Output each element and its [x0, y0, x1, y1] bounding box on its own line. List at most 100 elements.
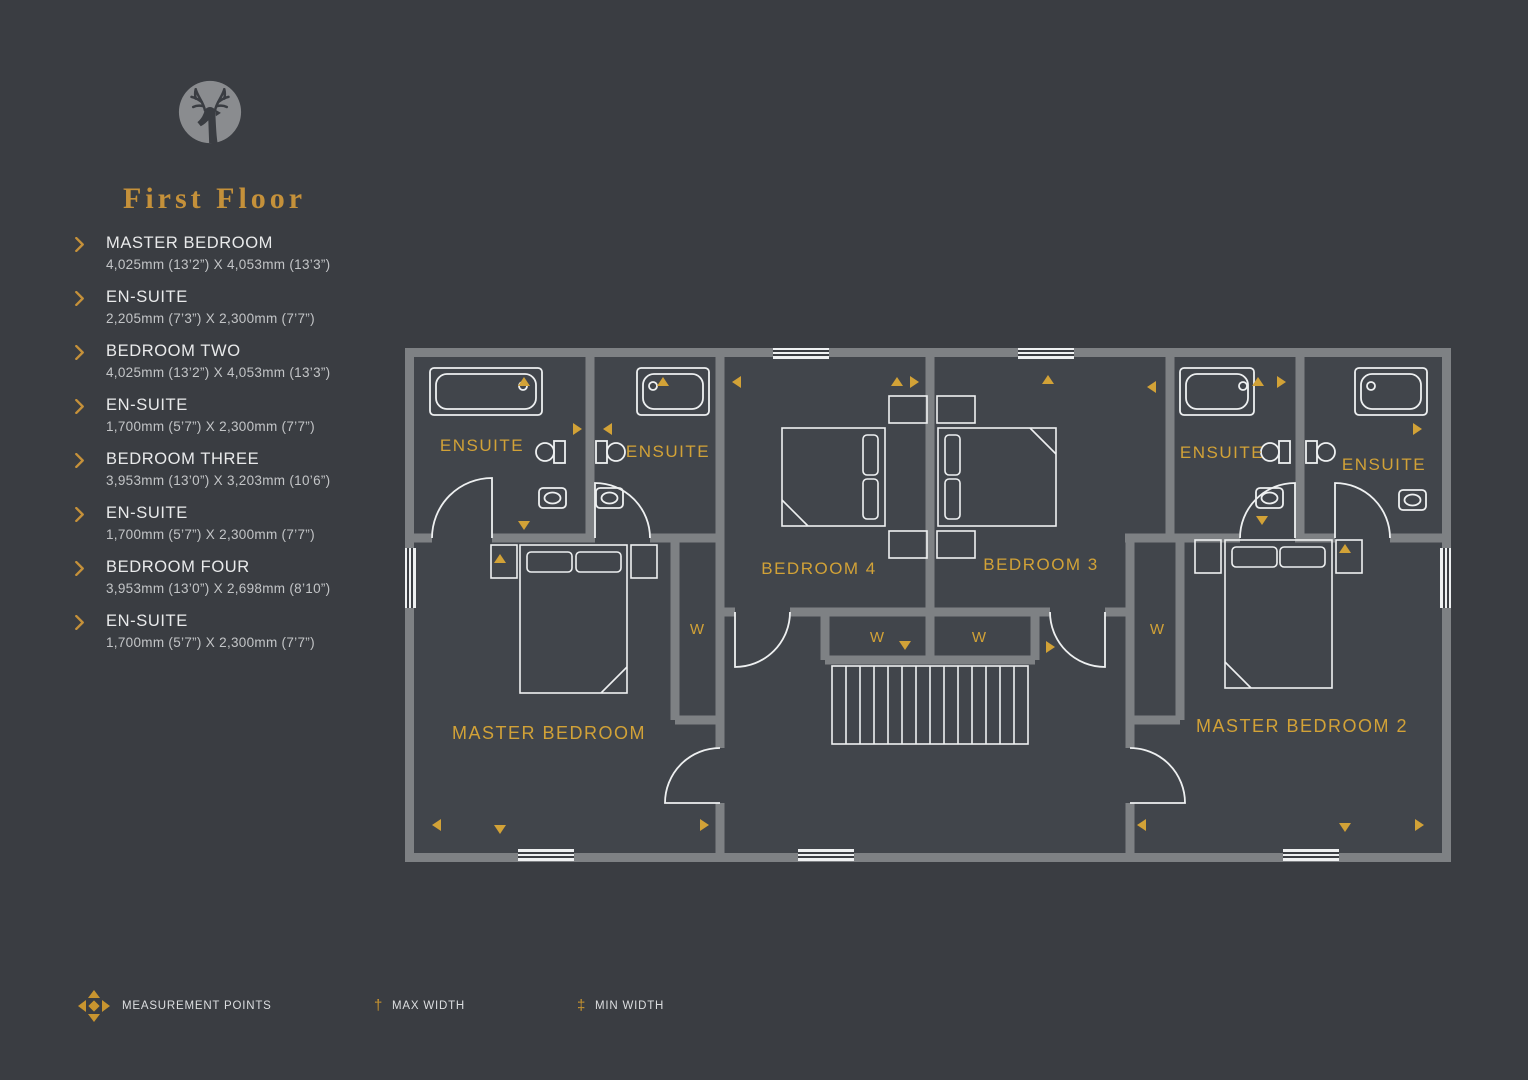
stag-ear [215, 109, 221, 117]
arrow-up-icon [518, 377, 530, 386]
arrow-left-icon [1137, 819, 1146, 831]
arrow-down-icon [899, 641, 911, 650]
room-name: EN-SUITE [106, 396, 188, 414]
room-list: MASTER BEDROOM 4,025mm (13’2”) X 4,053mm… [74, 234, 384, 666]
room-dims: 1,700mm (5’7”) X 2,300mm (7’7”) [106, 635, 315, 650]
chevron-right-icon [75, 615, 84, 630]
min-width-symbol: ‡ [577, 997, 586, 1014]
bed-icon [490, 544, 658, 694]
bed-icon [936, 395, 1057, 559]
toilet-icon [1305, 440, 1336, 464]
label-wardrobe: W [690, 621, 705, 638]
arrow-right-icon [910, 376, 919, 388]
door-icon [1129, 747, 1186, 804]
window-icon [518, 849, 574, 861]
window-icon [798, 849, 854, 861]
room-name: MASTER BEDROOM [106, 234, 273, 252]
room-name: EN-SUITE [106, 612, 188, 630]
arrow-right-icon [1415, 819, 1424, 831]
room-list-item: EN-SUITE 1,700mm (5’7”) X 2,300mm (7’7”) [74, 612, 384, 652]
arrow-up-icon [1339, 544, 1351, 553]
chevron-right-icon [75, 561, 84, 576]
window-icon [773, 348, 829, 359]
arrow-right-icon [700, 819, 709, 831]
arrow-right-icon [1046, 641, 1055, 653]
legend-max-width: MAX WIDTH [392, 1000, 465, 1012]
bath-icon [429, 367, 543, 416]
arrow-left-icon [603, 423, 612, 435]
chevron-right-icon [75, 291, 84, 306]
bath-icon [636, 367, 710, 416]
label-ensuite-2: ENSUITE [626, 442, 710, 461]
floor-plan: ENSUITE ENSUITE ENSUITE ENSUITE BEDROOM … [405, 348, 1451, 862]
windows [405, 348, 1451, 861]
label-ensuite-1: ENSUITE [440, 436, 524, 455]
interior-walls [409, 352, 1447, 857]
room-name: BEDROOM FOUR [106, 558, 250, 576]
arrow-right-icon [1277, 376, 1286, 388]
room-name: BEDROOM TWO [106, 342, 241, 360]
door-icon [664, 747, 721, 804]
room-dims: 3,953mm (13’0”) X 2,698mm (8’10”) [106, 581, 331, 596]
room-name: EN-SUITE [106, 288, 188, 306]
doors [431, 477, 1391, 804]
window-icon [1018, 348, 1074, 359]
door-icon [431, 477, 493, 539]
arrow-right-icon [573, 423, 582, 435]
toilet-icons [535, 440, 1336, 464]
sink-icon [538, 487, 567, 509]
arrow-left-icon [1147, 381, 1156, 393]
window-icon [405, 548, 416, 608]
bath-icon [1179, 367, 1255, 416]
label-wardrobe: W [972, 629, 987, 646]
room-dims: 4,025mm (13’2”) X 4,053mm (13’3”) [106, 257, 331, 272]
stag-logo-icon [178, 80, 242, 144]
legend-measurement-points: MEASUREMENT POINTS [122, 1000, 272, 1012]
label-wardrobe: W [870, 629, 885, 646]
arrow-left-icon [432, 819, 441, 831]
chevron-right-icon [75, 237, 84, 252]
max-width-symbol: † [374, 997, 383, 1014]
arrow-up-icon [657, 377, 669, 386]
label-bedroom-4: BEDROOM 4 [761, 559, 877, 578]
room-list-item: BEDROOM FOUR 3,953mm (13’0”) X 2,698mm (… [74, 558, 384, 598]
bath-icons [429, 367, 1428, 416]
arrow-right-icon [1413, 423, 1422, 435]
door-icon [1239, 482, 1296, 539]
legend: MEASUREMENT POINTS † MAX WIDTH ‡ MIN WID… [0, 985, 1528, 1030]
toilet-icon [535, 440, 566, 464]
label-bedroom-3: BEDROOM 3 [983, 555, 1099, 574]
arrow-down-icon [518, 521, 530, 530]
arrow-up-icon [1252, 377, 1264, 386]
window-icon [1440, 548, 1451, 608]
label-ensuite-4: ENSUITE [1342, 455, 1426, 474]
toilet-icon [1260, 440, 1291, 464]
label-master-bedroom: MASTER BEDROOM [452, 723, 646, 743]
arrow-up-icon [891, 377, 903, 386]
legend-min-width: MIN WIDTH [595, 1000, 665, 1012]
sink-icon [595, 487, 624, 509]
stairs [831, 665, 1029, 745]
arrow-up-icon [494, 554, 506, 563]
arrow-down-icon [1256, 516, 1268, 525]
sink-icon [1398, 489, 1427, 511]
label-ensuite-3: ENSUITE [1180, 443, 1264, 462]
room-name: BEDROOM THREE [106, 450, 260, 468]
chevron-right-icon [75, 345, 84, 360]
room-dims: 3,953mm (13’0”) X 3,203mm (10’6”) [106, 473, 331, 488]
door-icon [594, 482, 651, 539]
stag-antlers [190, 88, 230, 112]
stag-head [197, 106, 218, 144]
arrow-up-icon [1042, 375, 1054, 384]
room-list-item: EN-SUITE 1,700mm (5’7”) X 2,300mm (7’7”) [74, 504, 384, 544]
page-title: First Floor [123, 182, 307, 215]
bath-icon [1354, 367, 1428, 416]
door-icon [734, 611, 791, 668]
room-list-item: MASTER BEDROOM 4,025mm (13’2”) X 4,053mm… [74, 234, 384, 274]
label-master-bedroom-2: MASTER BEDROOM 2 [1196, 716, 1408, 736]
room-dims: 1,700mm (5’7”) X 2,300mm (7’7”) [106, 419, 315, 434]
room-list-item: BEDROOM TWO 4,025mm (13’2”) X 4,053mm (1… [74, 342, 384, 382]
room-labels: ENSUITE ENSUITE ENSUITE ENSUITE BEDROOM … [440, 436, 1426, 743]
door-icon [1049, 611, 1106, 668]
